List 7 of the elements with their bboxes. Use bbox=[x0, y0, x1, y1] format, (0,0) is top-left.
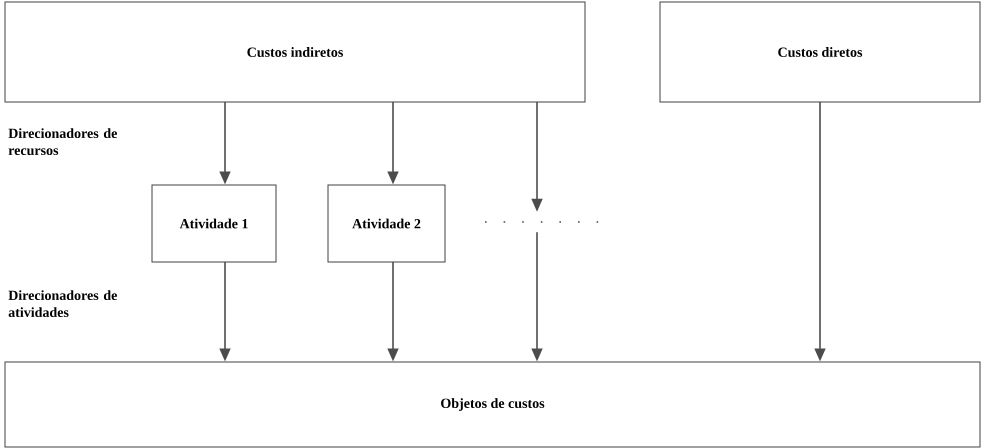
process-box: Custos indiretos bbox=[4, 2, 586, 102]
process-box: Custos diretos bbox=[660, 2, 980, 102]
activity-box: Atividade 1 bbox=[152, 184, 276, 262]
activity-box: Atividade 2 bbox=[328, 184, 446, 262]
driver-label: Direcionadores de recursos bbox=[8, 128, 117, 156]
process-box: Objetos de custos bbox=[4, 362, 980, 448]
driver-label: Direcionadores de atividades bbox=[8, 290, 117, 318]
